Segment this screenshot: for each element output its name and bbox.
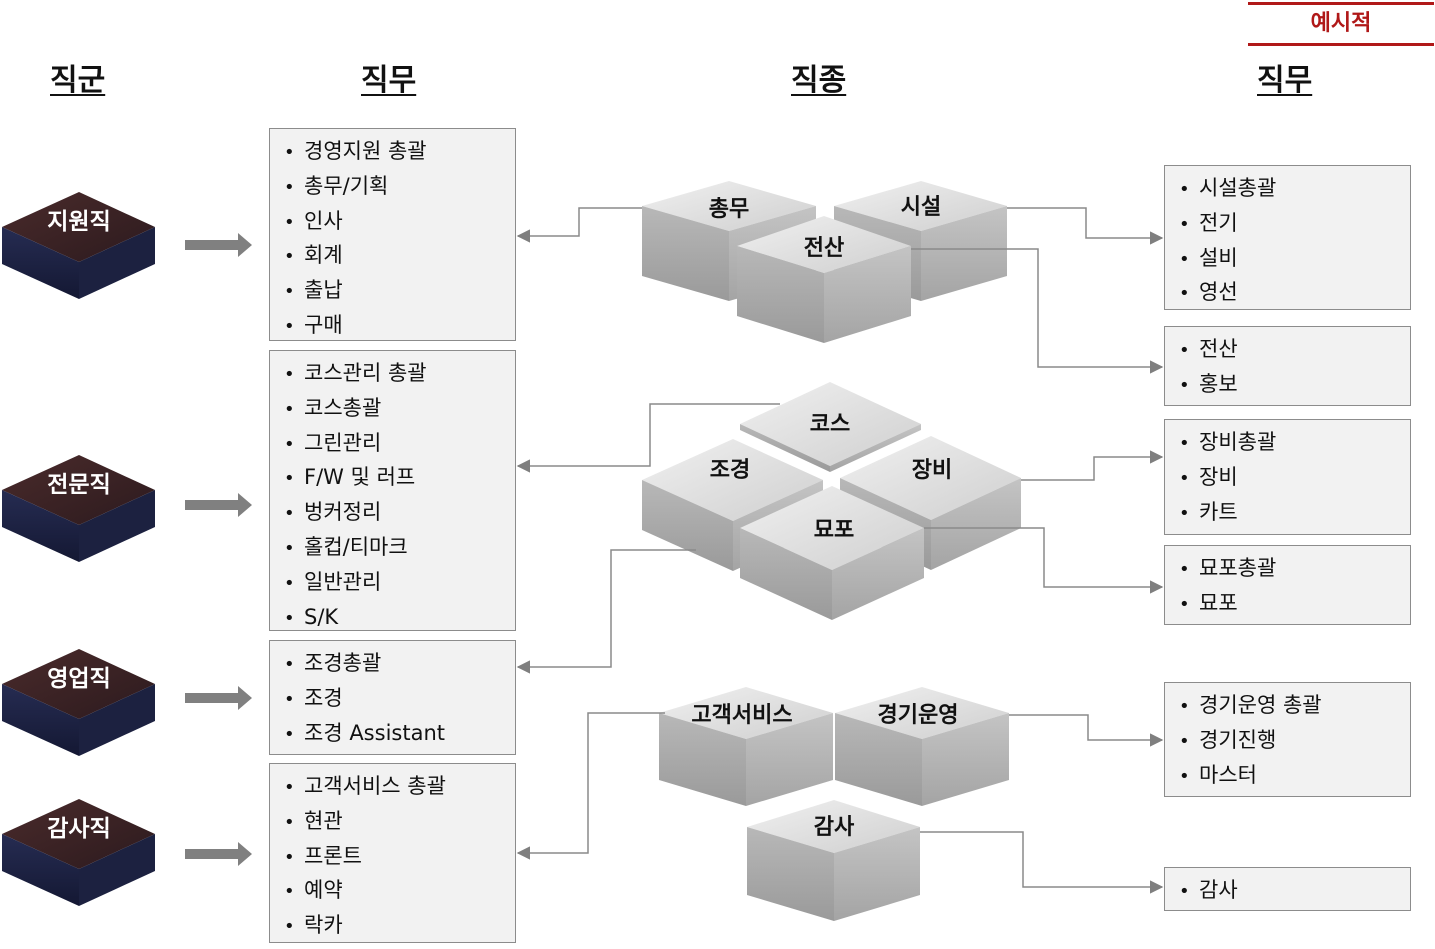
list-item: 조경 Assistant — [284, 717, 515, 752]
category-label: 감사직 — [47, 816, 111, 842]
cube-label: 고객서비스 — [691, 703, 793, 728]
list-item: 그린관리 — [284, 427, 515, 462]
category-label: 영업직 — [47, 666, 111, 692]
left-duty-box-audit: 고객서비스 총괄 현관 프론트 예약 락카 — [269, 763, 516, 943]
cube-감사 — [747, 800, 920, 921]
right-duty-box-it: 전산 홍보 — [1164, 326, 1411, 406]
right-duty-box-operation: 경기운영 총괄 경기진행 마스터 — [1164, 682, 1411, 797]
list-item: 경영지원 총괄 — [284, 135, 515, 170]
list-item: 홍보 — [1179, 368, 1410, 403]
example-label: 예시적 — [1248, 2, 1434, 46]
left-duty-box-sales: 조경총괄 조경 조경 Assistant — [269, 640, 516, 755]
category-cube-영업직 — [2, 649, 155, 756]
list-item: 고객서비스 총괄 — [284, 770, 515, 805]
list-item: 현관 — [284, 805, 515, 840]
list-item: 장비 — [1179, 461, 1410, 496]
right-duty-box-facility: 시설총괄 전기 설비 영선 — [1164, 165, 1411, 310]
cube-label: 총무 — [708, 197, 750, 222]
list-item: 코스총괄 — [284, 392, 515, 427]
right-duty-box-audit: 감사 — [1164, 867, 1411, 911]
list-item: 홀컵/티마크 — [284, 531, 515, 566]
list-item: 설비 — [1179, 242, 1410, 277]
list-item: 묘포총괄 — [1179, 552, 1410, 587]
cube-label: 경기운영 — [877, 703, 959, 728]
right-duty-box-nursery: 묘포총괄 묘포 — [1164, 545, 1411, 625]
list-item: 총무/기획 — [284, 170, 515, 205]
list-item: 묘포 — [1179, 587, 1410, 622]
list-item: 벙커정리 — [284, 496, 515, 531]
left-duty-box-support: 경영지원 총괄 총무/기획 인사 회계 출납 구매 — [269, 128, 516, 341]
list-item: 전기 — [1179, 207, 1410, 242]
category-cube-전문직 — [2, 455, 155, 562]
cube-묘포 — [740, 486, 924, 620]
header-group: 직군 — [50, 63, 106, 98]
list-item: 일반관리 — [284, 566, 515, 601]
right-duty-box-equipment: 장비총괄 장비 카트 — [1164, 419, 1411, 535]
header-duty-left: 직무 — [361, 63, 417, 98]
cube-전산 — [737, 216, 911, 343]
cube-고객서비스 — [659, 687, 833, 806]
cube-label: 장비 — [911, 458, 953, 483]
cube-label: 시설 — [900, 195, 942, 220]
category-label: 지원직 — [47, 209, 111, 235]
list-item: 경기운영 총괄 — [1179, 689, 1410, 724]
list-item: 감사 — [1179, 874, 1410, 909]
list-item: 조경 — [284, 682, 515, 717]
cube-label: 코스 — [809, 412, 851, 437]
cube-코스 — [740, 382, 921, 472]
cube-label: 감사 — [813, 815, 855, 840]
list-item: 경기진행 — [1179, 724, 1410, 759]
list-item: 코스관리 총괄 — [284, 357, 515, 392]
list-item: 구매 — [284, 309, 515, 344]
category-cube-지원직 — [2, 192, 155, 299]
cube-label: 묘포 — [813, 518, 855, 543]
list-item: 예약 — [284, 874, 515, 909]
cube-label: 전산 — [803, 236, 845, 261]
list-item: F/W 및 러프 — [284, 461, 515, 496]
header-job-type: 직종 — [791, 63, 847, 98]
list-item: 전산 — [1179, 333, 1410, 368]
list-item: 마스터 — [1179, 759, 1410, 794]
list-item: S/K — [284, 601, 515, 636]
list-item: 인사 — [284, 205, 515, 240]
category-arrows — [185, 233, 252, 866]
list-item: 출납 — [284, 274, 515, 309]
category-cube-감사직 — [2, 799, 155, 906]
list-item: 조경총괄 — [284, 647, 515, 682]
left-duty-box-professional: 코스관리 총괄 코스총괄 그린관리 F/W 및 러프 벙커정리 홀컵/티마크 일… — [269, 350, 516, 631]
list-item: 시설총괄 — [1179, 172, 1410, 207]
list-item: 영선 — [1179, 276, 1410, 311]
connector-lines — [516, 207, 1164, 894]
list-item: 회계 — [284, 239, 515, 274]
cube-label: 조경 — [709, 458, 751, 483]
list-item: 프론트 — [284, 840, 515, 875]
list-item: 장비총괄 — [1179, 426, 1410, 461]
list-item: 락카 — [284, 909, 515, 944]
header-duty-right: 직무 — [1257, 63, 1313, 98]
cube-경기운영 — [835, 687, 1009, 806]
list-item: 카트 — [1179, 496, 1410, 531]
category-label: 전문직 — [47, 472, 111, 498]
